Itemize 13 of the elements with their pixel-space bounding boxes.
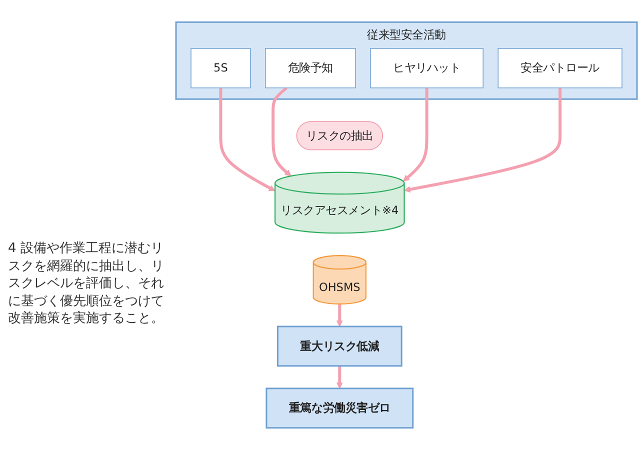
arrow: [272, 86, 292, 176]
arrow: [336, 304, 343, 327]
node-box: 重大リスク低減: [276, 326, 402, 367]
arrow: [336, 366, 343, 389]
arrow: [404, 88, 562, 193]
node-box: ヒヤリハット: [370, 48, 484, 88]
footnote-text: 4 設備や作業工程に潜むリスクを網羅的に抽出し、リスクレベルを評価し、それに基づく優先順位をつけて改善施策を実施すること。: [8, 240, 164, 328]
node-box: 危険予知: [265, 48, 356, 88]
node-box: 5S: [190, 48, 251, 88]
node-box: 安全パトロール: [498, 48, 622, 88]
arrow: [402, 88, 428, 182]
node-box: 重篤な労働災害ゼロ: [266, 388, 414, 429]
arrow: [219, 88, 276, 192]
